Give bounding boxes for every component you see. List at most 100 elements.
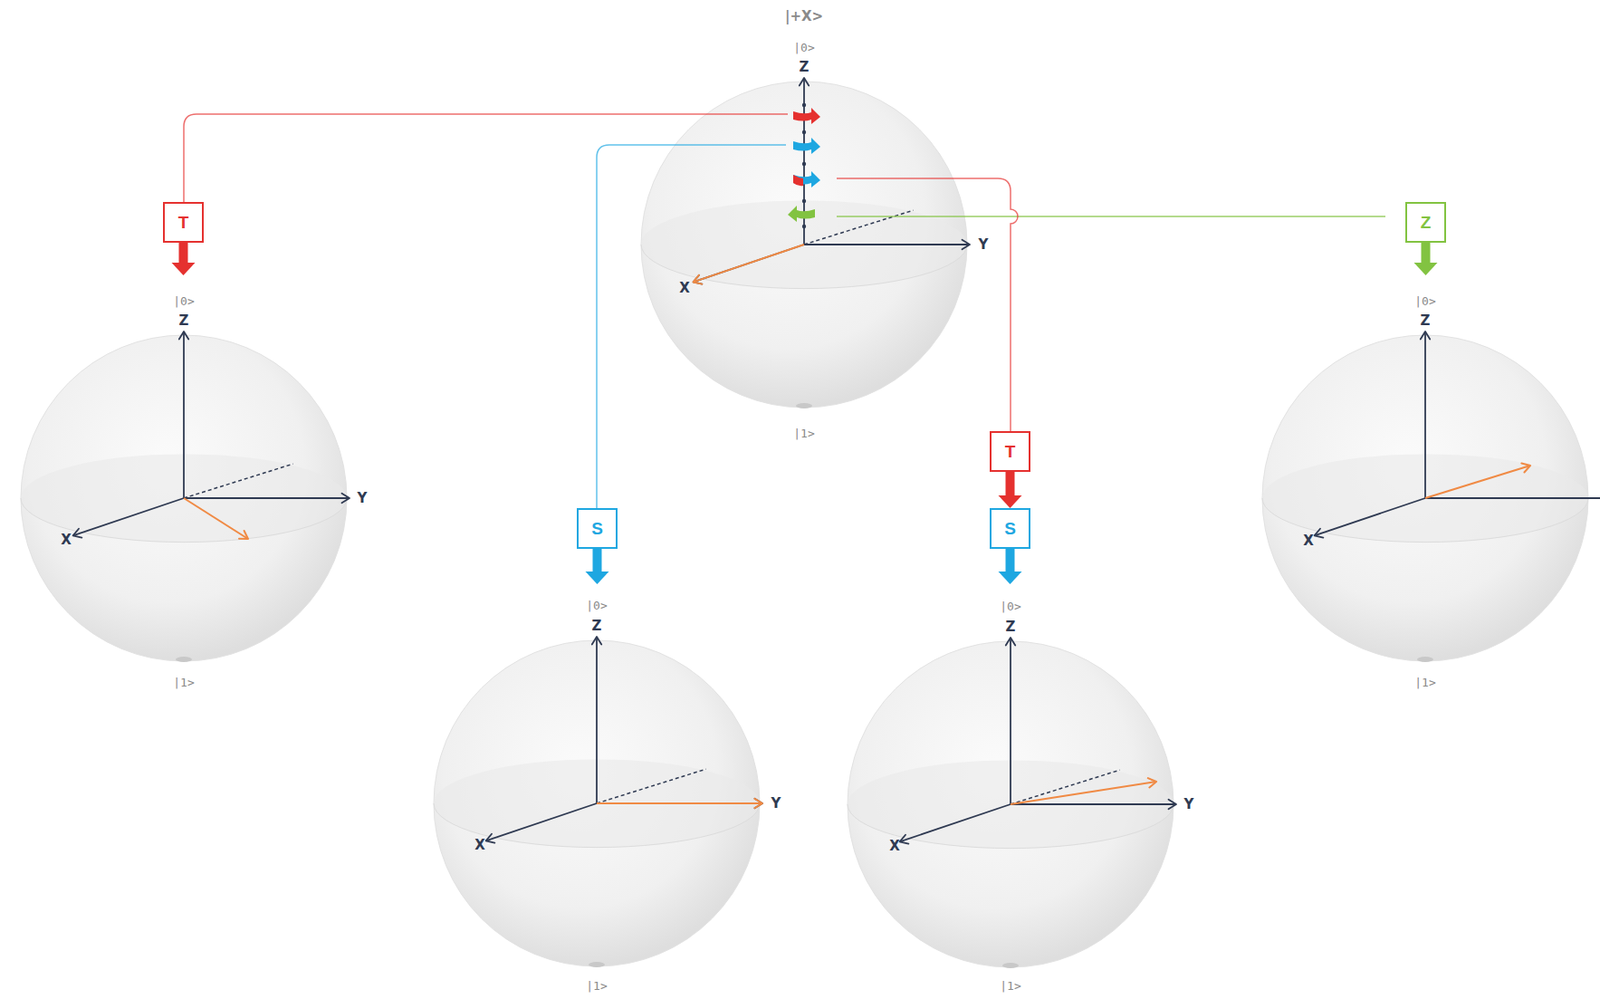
gate-label: Z bbox=[1420, 213, 1432, 231]
state-title: |+X> bbox=[785, 9, 824, 24]
south-pole bbox=[1002, 962, 1019, 968]
basis-label: |0> bbox=[585, 599, 607, 612]
axis-label: Z bbox=[1005, 620, 1016, 634]
axis-label: Y bbox=[978, 238, 989, 252]
axis-label: Z bbox=[1420, 314, 1431, 328]
x-axis bbox=[1314, 498, 1426, 536]
basis-label: |0> bbox=[999, 600, 1021, 613]
state-vector-head bbox=[754, 798, 763, 808]
x-axis-head bbox=[486, 833, 496, 844]
y-axis bbox=[596, 802, 763, 805]
x-axis-head bbox=[900, 834, 910, 844]
leader-line bbox=[836, 178, 1018, 432]
axis-label: X bbox=[889, 839, 901, 853]
gate-label: T bbox=[1005, 442, 1016, 460]
basis-label: |1> bbox=[999, 979, 1021, 992]
gate-label: T bbox=[178, 213, 190, 231]
south-pole bbox=[588, 961, 605, 968]
axis-label: X bbox=[679, 281, 690, 296]
axis-dot bbox=[802, 199, 806, 203]
x-axis bbox=[486, 803, 597, 841]
gate-label: S bbox=[591, 519, 604, 537]
x-axis-head bbox=[73, 528, 83, 538]
axis-label: Z bbox=[592, 619, 603, 633]
z-axis bbox=[595, 636, 598, 804]
y-axis bbox=[1010, 803, 1177, 805]
gate-label: S bbox=[1004, 519, 1016, 537]
gate-arrow-head bbox=[1414, 262, 1438, 276]
axis-label: Y bbox=[357, 491, 368, 506]
back-axis bbox=[183, 463, 294, 499]
axis-label: X bbox=[60, 533, 72, 547]
x-axis bbox=[693, 244, 805, 282]
leader-line bbox=[596, 144, 786, 508]
axis-label: Y bbox=[1184, 797, 1195, 812]
state-vector-head bbox=[693, 275, 703, 285]
leader-line bbox=[183, 114, 788, 202]
x-axis bbox=[900, 804, 1011, 842]
y-axis-head bbox=[341, 493, 350, 503]
gate-arrow-head bbox=[585, 571, 610, 585]
south-pole bbox=[175, 656, 192, 662]
z-axis-head bbox=[179, 331, 189, 340]
rotation-icon bbox=[787, 205, 815, 222]
rotation-icon bbox=[793, 107, 821, 125]
axis-label: X bbox=[1302, 534, 1314, 548]
gate-box: T bbox=[989, 431, 1031, 472]
gate-arrow bbox=[179, 242, 189, 265]
axis-label: Z bbox=[799, 60, 810, 75]
x-axis bbox=[73, 498, 184, 536]
z-axis-head bbox=[799, 77, 809, 87]
z-axis bbox=[182, 331, 185, 499]
connector-stem bbox=[1005, 471, 1016, 498]
z-axis bbox=[803, 77, 805, 245]
gate-arrow-head bbox=[998, 571, 1023, 585]
back-axis bbox=[804, 210, 914, 245]
state-vector-head bbox=[1521, 463, 1531, 473]
basis-label: |1> bbox=[1414, 676, 1436, 689]
state-vector bbox=[1010, 781, 1157, 805]
state-vector bbox=[693, 244, 805, 282]
basis-label: |1> bbox=[585, 979, 607, 992]
rotation-icon bbox=[793, 137, 821, 154]
axis-dot bbox=[802, 130, 806, 135]
axis-label: X bbox=[474, 838, 486, 853]
basis-label: |0> bbox=[1414, 295, 1436, 307]
gate-arrow-head bbox=[172, 262, 196, 276]
back-axis bbox=[1010, 769, 1121, 805]
gate-box: T bbox=[162, 201, 204, 243]
axis-label: Z bbox=[179, 314, 190, 328]
state-vector bbox=[1425, 465, 1531, 499]
state-vector bbox=[183, 498, 249, 539]
axis-dot bbox=[802, 224, 806, 229]
z-axis bbox=[1009, 637, 1012, 805]
equator-front bbox=[641, 244, 968, 289]
y-axis-head bbox=[961, 239, 970, 250]
rotation-icon bbox=[793, 171, 821, 188]
state-vector-head bbox=[1148, 777, 1157, 787]
basis-label: |0> bbox=[172, 295, 194, 307]
z-axis bbox=[1424, 331, 1427, 499]
z-axis-head bbox=[1005, 637, 1016, 646]
basis-label: |1> bbox=[172, 676, 194, 689]
y-axis bbox=[183, 497, 350, 499]
gate-connector bbox=[998, 471, 1023, 508]
gate-box: S bbox=[576, 507, 618, 549]
gate-box: S bbox=[989, 507, 1031, 549]
gate-box: Z bbox=[1405, 201, 1447, 243]
y-axis-head bbox=[1168, 799, 1177, 809]
y-axis bbox=[1425, 497, 1600, 499]
rotation-icon-part bbox=[793, 174, 804, 186]
connector-head bbox=[998, 495, 1023, 508]
basis-label: |0> bbox=[793, 41, 815, 54]
south-pole bbox=[1417, 656, 1434, 662]
axis-dot bbox=[802, 162, 806, 166]
axis-label: Y bbox=[771, 796, 782, 811]
y-axis bbox=[804, 243, 970, 246]
axis-dot bbox=[802, 103, 806, 107]
gate-arrow bbox=[593, 548, 603, 574]
z-axis-head bbox=[1420, 331, 1430, 340]
south-pole bbox=[795, 402, 813, 409]
